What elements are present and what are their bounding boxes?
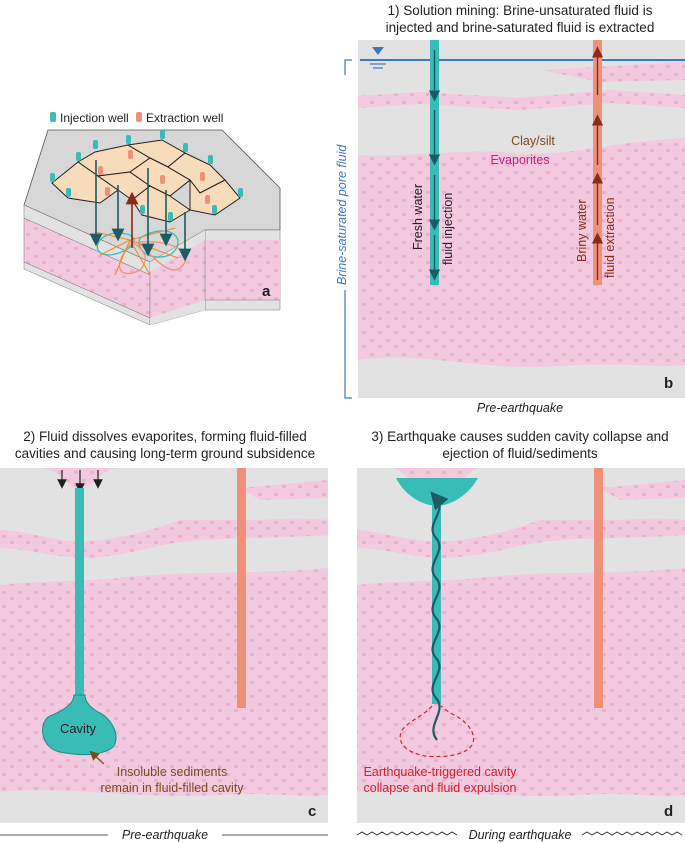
extraction-label-line2: fluid extraction xyxy=(603,197,617,278)
legend-injection: Injection well xyxy=(60,111,129,125)
pore-fluid-label: Brine-saturated pore fluid xyxy=(335,144,349,285)
panel-c-title-line2: cavities and causing long-term ground su… xyxy=(15,446,315,461)
injection-well-c xyxy=(75,488,84,698)
panel-c-label: c xyxy=(308,803,316,820)
collapse-label-line2: collapse and fluid expulsion xyxy=(364,781,517,795)
cavity-label: Cavity xyxy=(60,721,97,736)
panel-d-title-line2: ejection of fluid/sediments xyxy=(442,446,598,461)
panel-d-title-line1: 3) Earthquake causes sudden cavity colla… xyxy=(371,429,668,444)
panel-b-title-line2: injected and brine-saturated fluid is ex… xyxy=(386,20,655,35)
panel-b-diagram: 1) Solution mining: Brine-unsaturated fl… xyxy=(335,3,685,415)
evaporites-label: Evaporites xyxy=(490,153,549,167)
panel-a-label: a xyxy=(262,283,271,300)
extraction-well-d xyxy=(594,468,603,708)
fluid-expulsion-path xyxy=(430,491,449,741)
clay-silt-label: Clay/silt xyxy=(511,134,555,148)
collapse-label-line1: Earthquake-triggered cavity xyxy=(364,765,518,779)
sediments-label-line1: Insoluble sediments xyxy=(117,765,227,779)
panel-c-title-line1: 2) Fluid dissolves evaporites, forming f… xyxy=(23,429,307,444)
sediments-label-line2: remain in fluid-filled cavity xyxy=(100,781,244,795)
panel-d-label: d xyxy=(664,803,673,820)
extraction-well-legend-icon xyxy=(136,112,142,122)
legend-extraction: Extraction well xyxy=(146,111,223,125)
subsidence-arrows xyxy=(57,470,103,493)
injection-label-line1: Fresh water xyxy=(411,184,425,250)
panel-c-caption: Pre-earthquake xyxy=(122,828,208,842)
panel-b-caption: Pre-earthquake xyxy=(477,401,563,415)
extraction-label-line1: Briny water xyxy=(575,199,589,262)
panel-d-caption: During earthquake xyxy=(469,828,572,842)
water-table-icon xyxy=(372,47,384,55)
panel-a-block-diagram: Injection well Extraction well xyxy=(23,111,281,326)
panel-b-title-line1: 1) Solution mining: Brine-unsaturated fl… xyxy=(388,3,653,18)
collapsed-cavity-outline xyxy=(399,705,475,758)
injection-well-legend-icon xyxy=(50,112,56,122)
injection-label-line2: fluid injection xyxy=(441,193,455,265)
panel-d-diagram: 3) Earthquake causes sudden cavity colla… xyxy=(356,429,685,842)
injection-well-d xyxy=(432,504,441,704)
panel-c-diagram: 2) Fluid dissolves evaporites, forming f… xyxy=(0,429,328,842)
extraction-well-c xyxy=(237,468,246,708)
panel-b-label: b xyxy=(664,375,673,392)
